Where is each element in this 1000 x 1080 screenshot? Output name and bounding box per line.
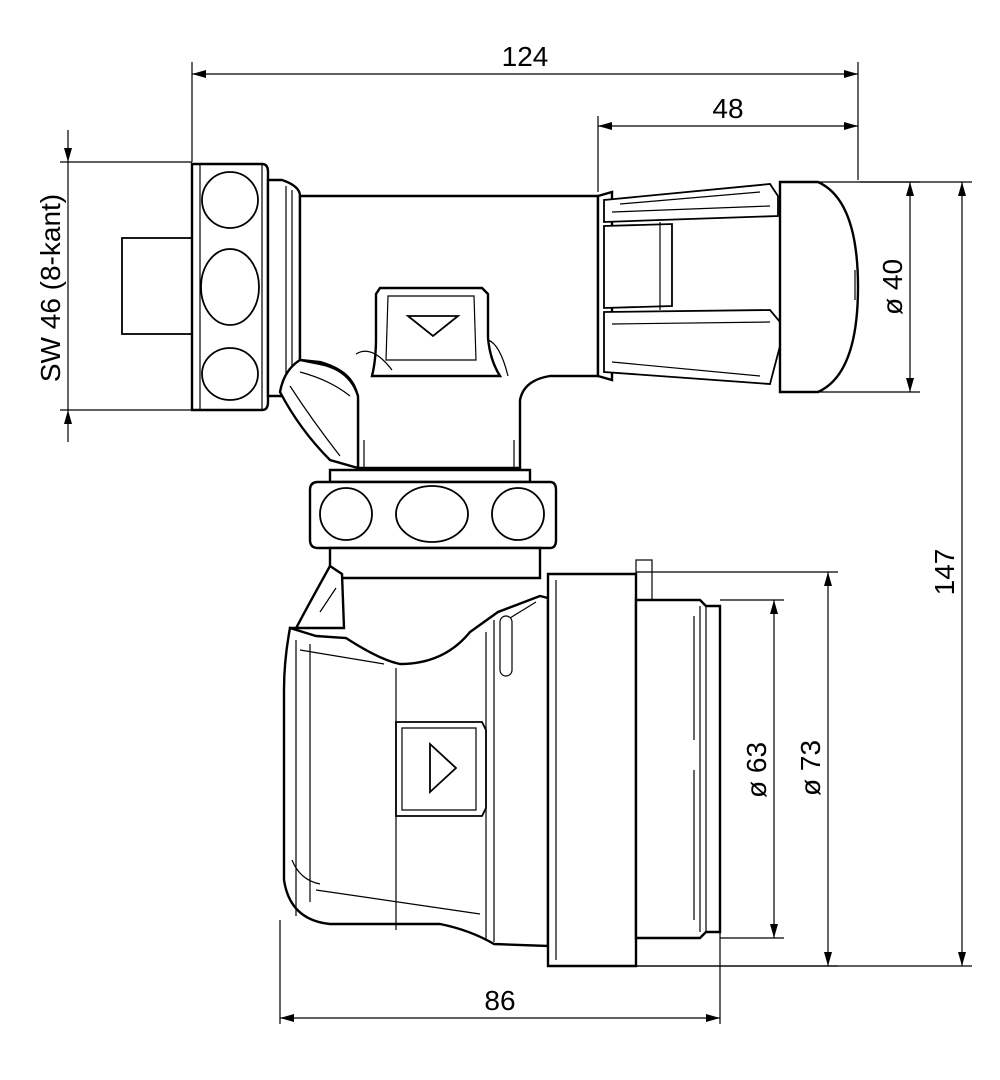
tee-body bbox=[278, 194, 600, 470]
inlet-flange bbox=[546, 559, 653, 968]
inlet-thread bbox=[634, 598, 722, 940]
flange-tab bbox=[635, 559, 653, 601]
flow-arrow-top-icon bbox=[405, 315, 461, 338]
middle-octagon-nut bbox=[308, 468, 558, 550]
nut-flat-bottom bbox=[201, 347, 259, 401]
dimension-label-sw46: SW 46 (8-kant) bbox=[35, 194, 66, 382]
dimension-label-d73: ø 73 bbox=[795, 740, 826, 796]
dimension-d73: ø 73 bbox=[636, 571, 838, 967]
left-spigot bbox=[121, 237, 195, 335]
dimension-48: 48 bbox=[597, 93, 858, 192]
inlet-body bbox=[282, 546, 550, 948]
mid-nut-flat-right bbox=[491, 487, 545, 541]
outlet-end-cap bbox=[778, 180, 860, 394]
mid-nut-flat-left bbox=[319, 487, 373, 541]
dimension-label-d63: ø 63 bbox=[741, 742, 772, 798]
dimension-label-86: 86 bbox=[484, 985, 515, 1016]
dimension-sw46: SW 46 (8-kant) bbox=[35, 130, 192, 442]
dimension-86: 86 bbox=[279, 920, 721, 1024]
mid-nut-flat-center bbox=[395, 485, 469, 543]
dimension-d63: ø 63 bbox=[720, 599, 784, 939]
dimension-label-48: 48 bbox=[712, 93, 743, 124]
dimension-lines: 124 48 SW 46 (8-kant) ø 40 bbox=[35, 41, 972, 1024]
dimension-label-147: 147 bbox=[929, 549, 960, 596]
flow-arrow-inlet-icon bbox=[429, 741, 458, 795]
dimension-label-124: 124 bbox=[502, 41, 549, 72]
nut-flat-middle bbox=[200, 248, 260, 326]
outlet-claws bbox=[603, 183, 781, 385]
dimension-label-d40: ø 40 bbox=[877, 259, 908, 315]
dimension-124: 124 bbox=[191, 41, 859, 180]
nut-flat-top bbox=[201, 171, 259, 229]
left-octagon-nut bbox=[190, 162, 270, 412]
